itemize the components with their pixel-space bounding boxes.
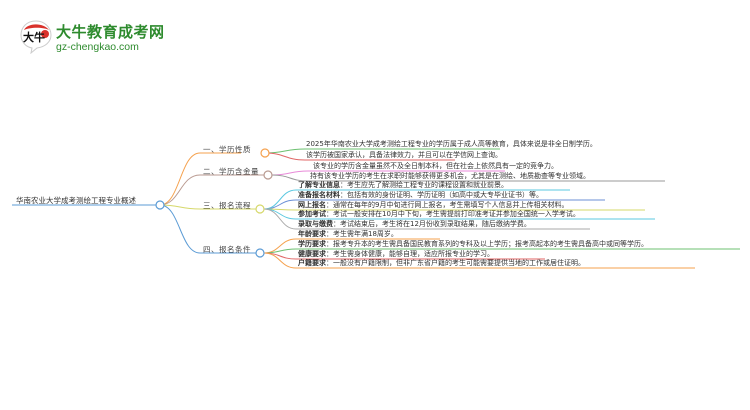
leaf-text: 该专业的学历含金量虽然不及全日制本科，但在社会上依然具有一定的竞争力。 [313, 162, 558, 170]
leaf-item: 户籍要求：一般没有户籍限制，但非广东省户籍的考生可能需要提供当地的工作或居住证明… [298, 259, 585, 268]
branch-registration-process: 三、报名流程 [203, 201, 251, 210]
leaf-key: 录取与缴费 [298, 220, 333, 228]
leaf-text: ：包括有效的身份证明、学历证明（如高中或大专毕业证书）等。 [340, 191, 543, 199]
leaf-item: 录取与缴费：考试结束后，考生将在12月份收到录取结果，随后缴纳学费。 [298, 220, 531, 229]
branch-education-nature: 一、学历性质 [203, 145, 251, 154]
leaf-item: 健康要求：考生需身体健康，能够自理，适应所报专业的学习。 [298, 250, 494, 259]
leaf-text: ：考生应先了解测绘工程专业的课程设置和就业前景。 [340, 181, 508, 189]
logo-title: 大牛教育成考网 [56, 23, 165, 41]
leaf-text: 2025年华南农业大学成考测绘工程专业的学历属于成人高等教育，具体来说是非全日制… [306, 140, 597, 148]
leaf-text: ：考生需身体健康，能够自理，适应所报专业的学习。 [326, 250, 494, 258]
site-logo[interactable]: 大牛 大牛教育成考网 gz-chengkao.com [18, 18, 198, 58]
leaf-text: ：一般没有户籍限制，但非广东省户籍的考生可能需要提供当地的工作或居住证明。 [326, 259, 585, 267]
leaf-text: ：报考专升本的考生需具备国民教育系列的专科及以上学历；报考高起本的考生需具备高中… [326, 240, 648, 248]
leaf-key: 准备报名材料 [298, 191, 340, 199]
leaf-key: 参加考试 [298, 210, 326, 218]
leaf-text: ：考试结束后，考生将在12月份收到录取结果，随后缴纳学费。 [333, 220, 531, 228]
mindmap-root: 华南农业大学成考测绘工程专业概述 [16, 196, 136, 205]
branch-education-value: 二、学历含金量 [203, 167, 259, 176]
leaf-item: 学历要求：报考专升本的考生需具备国民教育系列的专科及以上学历；报考高起本的考生需… [298, 240, 648, 249]
da-niu-brush-logo-icon [20, 20, 52, 54]
leaf-key: 健康要求 [298, 250, 326, 258]
leaf-item: 网上报名：通常在每年的9月中旬进行网上报名，考生需填写个人信息并上传相关材料。 [298, 201, 568, 210]
leaf-item: 参加考试：考试一般安排在10月中下旬，考生需提前打印准考证并参加全国统一入学考试… [298, 210, 580, 219]
leaf-text: ：考试一般安排在10月中下旬，考生需提前打印准考证并参加全国统一入学考试。 [326, 210, 580, 218]
leaf-text: 持有该专业学历的考生在求职时能够获得更多机会，尤其是在测绘、地质勘查等专业领域。 [310, 172, 590, 180]
leaf-text: 该学历被国家承认，具备法律效力，并且可以在学信网上查询。 [306, 151, 502, 159]
leaf-item: 了解专业信息：考生应先了解测绘工程专业的课程设置和就业前景。 [298, 181, 508, 190]
leaf-text: ：考生需年满18周岁。 [326, 230, 398, 238]
leaf-key: 年龄要求 [298, 230, 326, 238]
branch-registration-requirements: 四、报名条件 [203, 245, 251, 254]
leaf-key: 学历要求 [298, 240, 326, 248]
leaf-text: ：通常在每年的9月中旬进行网上报名，考生需填写个人信息并上传相关材料。 [326, 201, 569, 209]
leaf-item: 年龄要求：考生需年满18周岁。 [298, 230, 398, 239]
leaf-item: 准备报名材料：包括有效的身份证明、学历证明（如高中或大专毕业证书）等。 [298, 191, 543, 200]
logo-url: gz-chengkao.com [56, 41, 139, 53]
leaf-key: 户籍要求 [298, 259, 326, 267]
leaf-key: 网上报名 [298, 201, 326, 209]
leaf-key: 了解专业信息 [298, 181, 340, 189]
logo-icon-text: 大牛 [23, 31, 45, 44]
